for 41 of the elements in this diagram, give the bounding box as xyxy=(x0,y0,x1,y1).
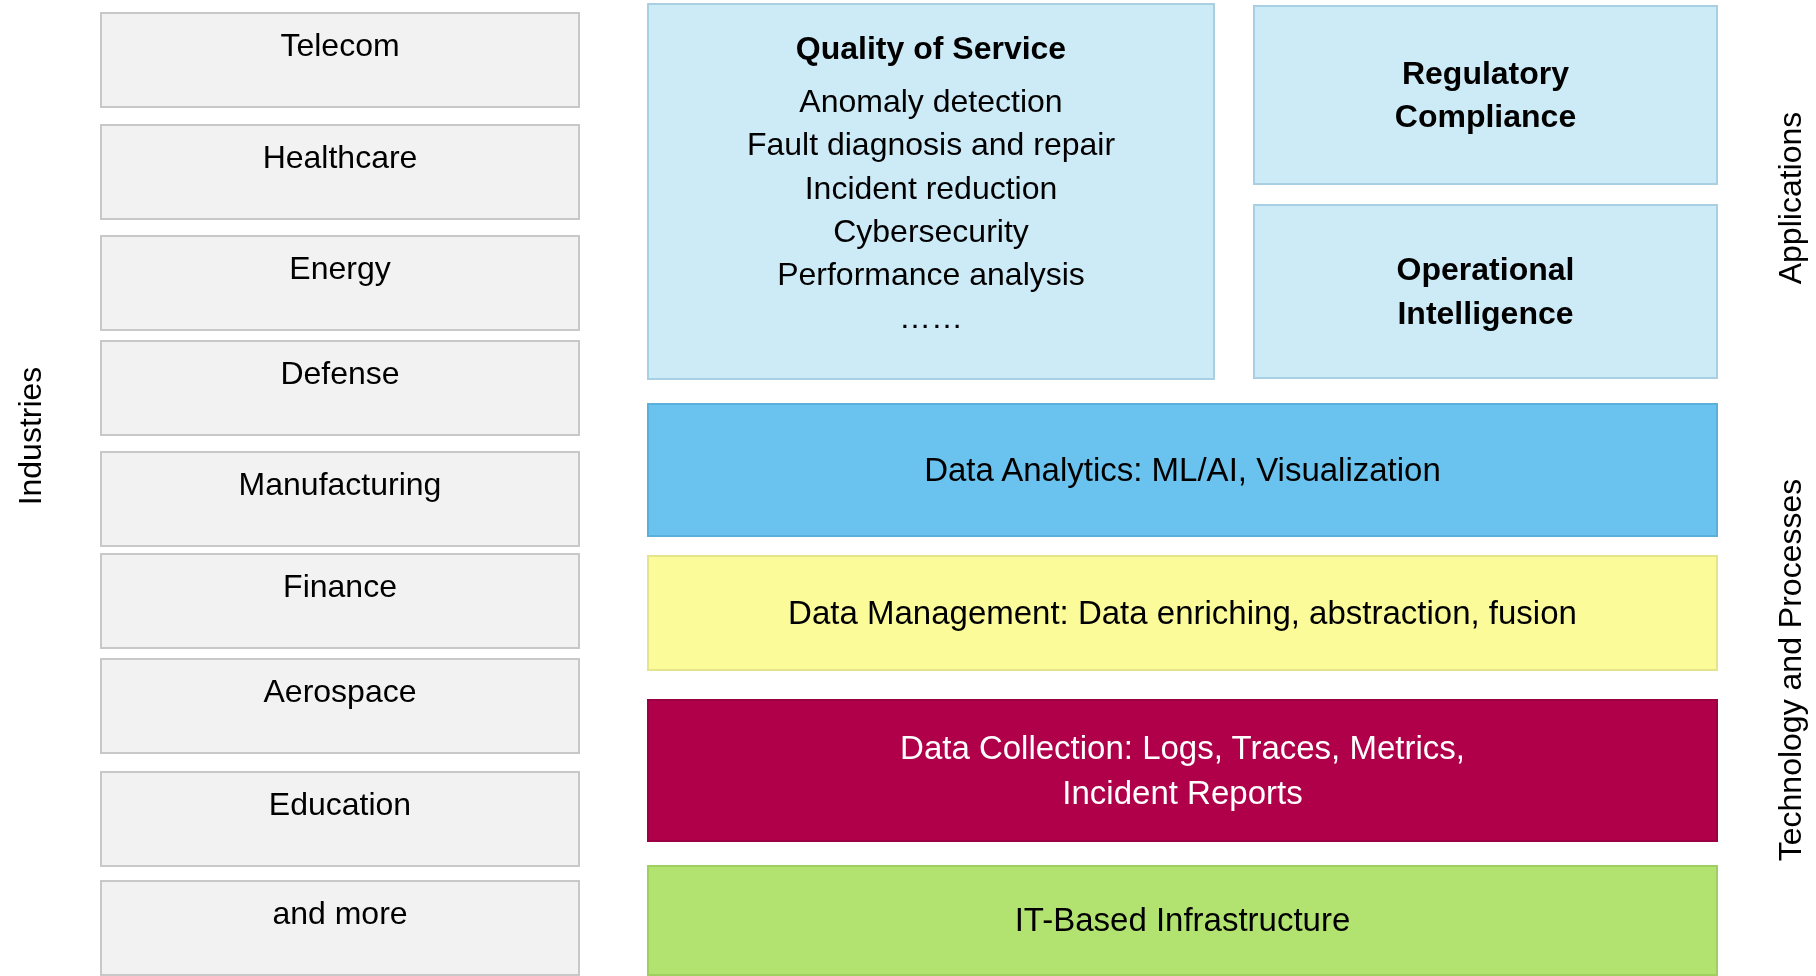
panel-text: Regulatory Compliance xyxy=(1393,53,1578,136)
industry-box xyxy=(100,451,580,547)
application-panel xyxy=(1253,204,1718,379)
list-item: Cybersecurity xyxy=(833,211,1029,251)
industry-name: Healthcare xyxy=(262,138,418,177)
list-item: …… xyxy=(899,298,963,338)
industry-name: Finance xyxy=(283,567,397,606)
industry-box xyxy=(100,658,580,754)
industry-name: Education xyxy=(268,785,412,824)
industry-name: Aerospace xyxy=(263,672,417,711)
list-item: Incident reduction xyxy=(804,168,1058,208)
side-label: Technology and Processes xyxy=(1771,478,1809,862)
panel-heading: Quality of Service xyxy=(795,29,1067,68)
application-panel xyxy=(647,3,1215,380)
industry-box xyxy=(100,771,580,867)
industry-name: Manufacturing xyxy=(238,465,442,504)
side-label: Applications xyxy=(1771,111,1809,285)
list-item: Anomaly detection xyxy=(799,82,1063,122)
industry-box xyxy=(100,553,580,649)
industry-box xyxy=(100,340,580,436)
panel-text: Data Analytics: ML/AI, Visualization xyxy=(924,449,1441,490)
panel-text: Data Management: Data enriching, abstraction, fusion xyxy=(788,592,1577,633)
panel-text: Operational Intelligence xyxy=(1395,250,1576,333)
industry-box xyxy=(100,12,580,108)
list-item: Fault diagnosis and repair xyxy=(746,125,1116,165)
industry-name: Telecom xyxy=(280,26,400,65)
layer-band xyxy=(647,555,1718,671)
industry-box xyxy=(100,880,580,976)
list-item: Performance analysis xyxy=(777,254,1085,294)
panel-text: IT-Based Infrastructure xyxy=(1014,900,1351,941)
industry-name: Defense xyxy=(280,354,400,393)
layer-band xyxy=(647,403,1718,537)
industry-name: and more xyxy=(272,894,408,933)
industry-box xyxy=(100,124,580,220)
industry-name: Energy xyxy=(289,249,391,288)
layer-band xyxy=(647,865,1718,976)
side-label: Industries xyxy=(11,366,49,506)
panel-text: Data Collection: Logs, Traces, Metrics, Incident Reports xyxy=(899,727,1466,813)
industry-box xyxy=(100,235,580,331)
application-panel xyxy=(1253,5,1718,185)
layer-band xyxy=(647,699,1718,842)
